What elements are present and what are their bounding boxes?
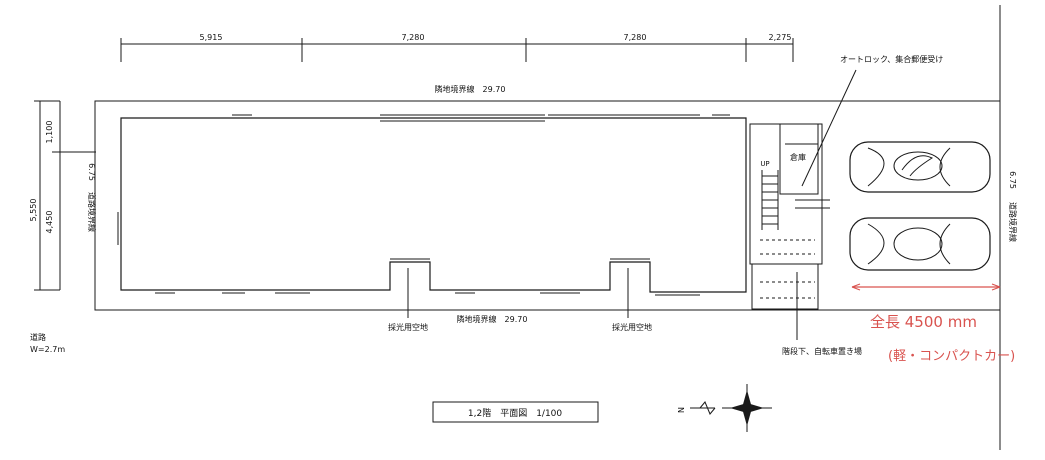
car-length-arrow bbox=[851, 283, 1001, 291]
site-depth-right: 6.75 bbox=[1008, 171, 1017, 189]
dim-top-4: 2,275 bbox=[769, 33, 792, 42]
car-length-annotation: 全長 4500 mm bbox=[870, 313, 977, 331]
car-icon bbox=[849, 141, 991, 193]
dim-top-3: 7,280 bbox=[624, 33, 647, 42]
road-width-value: W=2.7m bbox=[30, 345, 65, 354]
north-label: N bbox=[677, 407, 686, 413]
boundary-top-label: 隣地境界線 29.70 bbox=[435, 84, 506, 94]
dim-top-2: 7,280 bbox=[402, 33, 425, 42]
car-icon bbox=[849, 217, 991, 271]
plan-title: 1,2階 平面図 1/100 bbox=[468, 408, 563, 419]
road-boundary-right-label: 道路境界線 bbox=[1008, 202, 1018, 242]
top-dimension-line: 5,915 7,280 7,280 2,275 bbox=[120, 33, 794, 62]
compass-icon bbox=[722, 384, 772, 432]
lightwell-label-2: 採光用空地 bbox=[612, 322, 652, 332]
dim-top-1: 5,915 bbox=[200, 33, 223, 42]
boundary-bottom-label: 隣地境界線 29.70 bbox=[457, 314, 528, 324]
site-depth-left: 6.75 bbox=[87, 163, 96, 181]
building-outline bbox=[117, 114, 747, 296]
up-label: UP bbox=[760, 160, 769, 168]
storage-label: 倉庫 bbox=[790, 152, 806, 162]
lightwell-label-1: 採光用空地 bbox=[388, 322, 428, 332]
left-dimension-lines: 5,550 1,100 4,450 bbox=[29, 100, 96, 291]
stair-core: 倉庫 UP bbox=[749, 123, 830, 310]
autolock-label: オートロック、集合郵便受け bbox=[840, 54, 943, 64]
north-arrow-icon: N bbox=[677, 401, 716, 415]
dim-left-outer: 5,550 bbox=[29, 199, 38, 222]
road-boundary-left-label: 道路境界線 bbox=[87, 192, 97, 232]
bicycle-label: 階段下、自転車置き場 bbox=[782, 346, 862, 356]
road-width-title: 道路 bbox=[30, 332, 46, 342]
dim-left-inner-top: 1,100 bbox=[45, 121, 54, 144]
dim-left-inner-bottom: 4,450 bbox=[45, 211, 54, 234]
car-type-annotation: (軽・コンパクトカー) bbox=[888, 349, 1015, 364]
site-boundary bbox=[94, 100, 1001, 311]
